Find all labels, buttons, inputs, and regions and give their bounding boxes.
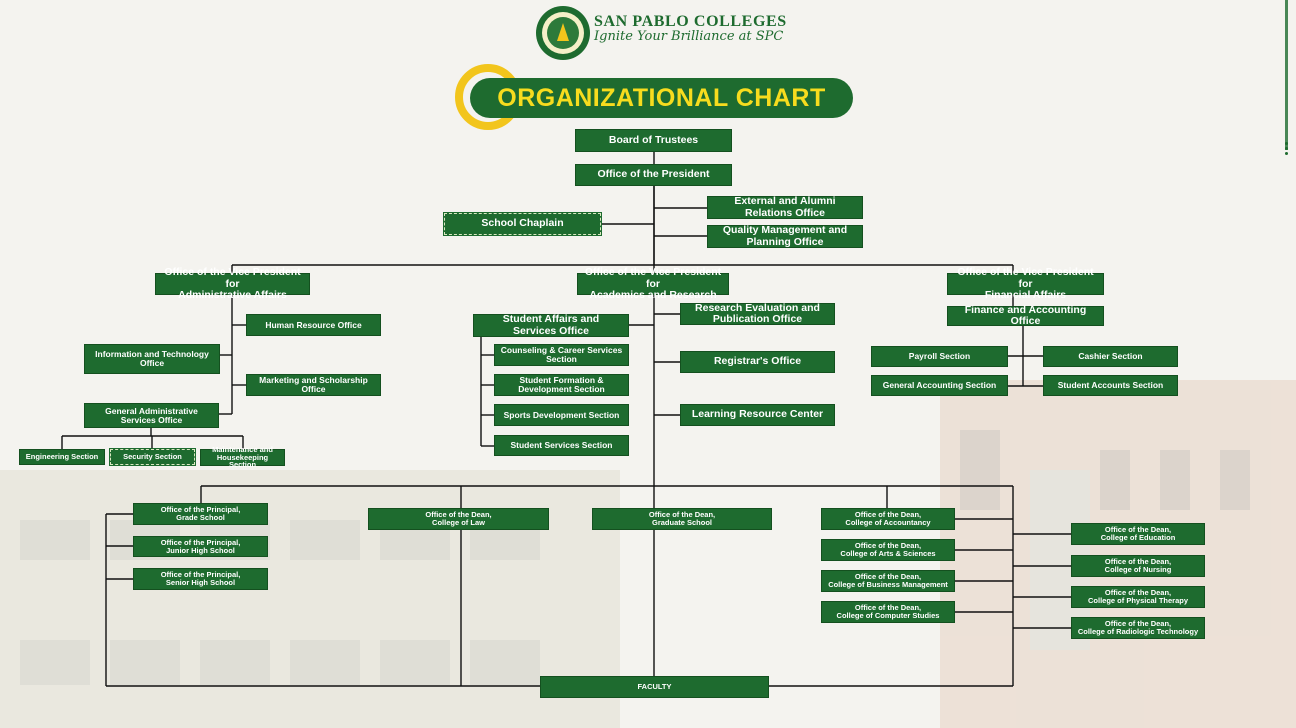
maintenance-section-box: Maintenance and Housekeeping Section	[200, 449, 285, 466]
dean-arts-sciences-box: Office of the Dean, College of Arts & Sc…	[821, 539, 955, 561]
sports-development-box: Sports Development Section	[494, 404, 629, 426]
board-of-trustees-box: Board of Trustees	[575, 129, 732, 152]
principal-grade-school-box: Office of the Principal, Grade School	[133, 503, 268, 525]
scroll-more-icon[interactable]	[1283, 140, 1289, 157]
vp-academics-box: Office of the Vice President for Academi…	[577, 273, 729, 295]
quality-management-box: Quality Management and Planning Office	[707, 225, 863, 248]
school-chaplain-box: School Chaplain	[444, 213, 601, 235]
security-section-box: Security Section	[110, 449, 195, 465]
dean-accountancy-box: Office of the Dean, College of Accountan…	[821, 508, 955, 530]
principal-junior-high-box: Office of the Principal, Junior High Sch…	[133, 536, 268, 557]
learning-resource-center-box: Learning Resource Center	[680, 404, 835, 426]
dean-computer-studies-box: Office of the Dean, College of Computer …	[821, 601, 955, 623]
principal-senior-high-box: Office of the Principal, Senior High Sch…	[133, 568, 268, 590]
engineering-section-box: Engineering Section	[19, 449, 105, 465]
dean-physical-therapy-box: Office of the Dean, College of Physical …	[1071, 586, 1205, 608]
office-of-president-box: Office of the President	[575, 164, 732, 186]
faculty-box: FACULTY	[540, 676, 769, 698]
student-accounts-box: Student Accounts Section	[1043, 375, 1178, 396]
dean-education-box: Office of the Dean, College of Education	[1071, 523, 1205, 545]
dean-radiologic-technology-box: Office of the Dean, College of Radiologi…	[1071, 617, 1205, 639]
student-formation-box: Student Formation & Development Section	[494, 374, 629, 396]
page-title: ORGANIZATIONAL CHART	[497, 84, 826, 113]
research-evaluation-box: Research Evaluation and Publication Offi…	[680, 303, 835, 325]
cashier-section-box: Cashier Section	[1043, 346, 1178, 367]
marketing-scholarship-box: Marketing and Scholarship Office	[246, 374, 381, 396]
dean-business-management-box: Office of the Dean, College of Business …	[821, 570, 955, 592]
brand-tagline: Ignite Your Brilliance at SPC	[594, 29, 783, 44]
scrollbar[interactable]	[1285, 0, 1288, 150]
finance-accounting-box: Finance and Accounting Office	[947, 306, 1104, 326]
student-services-box: Student Services Section	[494, 435, 629, 456]
general-admin-services-box: General Administrative Services Office	[84, 403, 219, 428]
human-resource-box: Human Resource Office	[246, 314, 381, 336]
college-seal-logo	[535, 5, 591, 61]
dean-law-box: Office of the Dean, College of Law	[368, 508, 549, 530]
dean-nursing-box: Office of the Dean, College of Nursing	[1071, 555, 1205, 577]
student-affairs-office-box: Student Affairs and Services Office	[473, 314, 629, 337]
registrar-box: Registrar's Office	[680, 351, 835, 373]
general-accounting-box: General Accounting Section	[871, 375, 1008, 396]
vp-administrative-box: Office of the Vice President for Adminis…	[155, 273, 310, 295]
payroll-section-box: Payroll Section	[871, 346, 1008, 367]
external-alumni-relations-box: External and Alumni Relations Office	[707, 196, 863, 219]
vp-financial-box: Office of the Vice President for Financi…	[947, 273, 1104, 295]
information-technology-box: Information and Technology Office	[84, 344, 220, 374]
dean-graduate-school-box: Office of the Dean, Graduate School	[592, 508, 772, 530]
counseling-section-box: Counseling & Career Services Section	[494, 344, 629, 366]
chart-title-banner: ORGANIZATIONAL CHART	[470, 78, 853, 118]
